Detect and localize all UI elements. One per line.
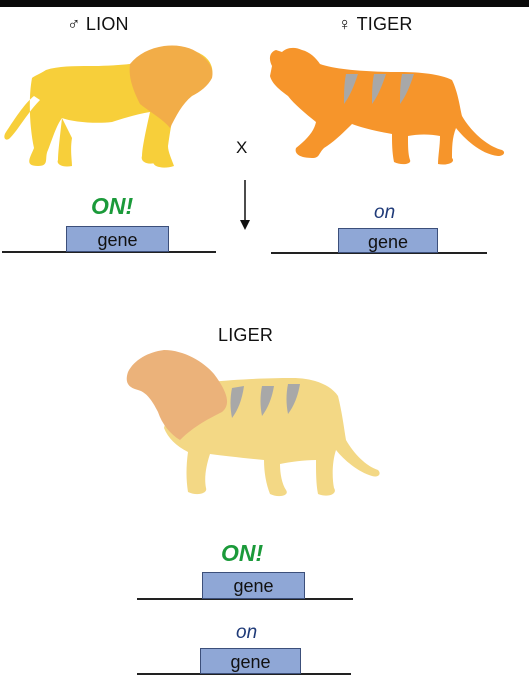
lion-gene-status: ON!: [91, 193, 134, 219]
tiger-stripe-3: [400, 74, 414, 104]
liger-label: LIGER: [218, 325, 274, 345]
tiger-gene-box: gene: [338, 228, 438, 253]
liger-stripe-3: [286, 384, 300, 414]
liger-gene-status-strong: ON!: [221, 540, 264, 566]
tiger-silhouette: [269, 47, 505, 165]
lion-gene-box: gene: [66, 226, 169, 252]
liger-stripe-2: [260, 386, 274, 416]
tiger-body: [269, 47, 505, 165]
tiger-label: ♀ TIGER: [338, 14, 413, 34]
tiger-stripe-1: [344, 74, 358, 104]
liger-mane: [126, 350, 228, 440]
tiger-stripe-2: [372, 74, 386, 104]
liger-silhouette: [126, 350, 380, 497]
liger-gene-box-1: gene: [202, 572, 305, 599]
liger-stripe-1: [230, 386, 244, 418]
cross-symbol: X: [236, 138, 248, 157]
liger-gene-status-weak: on: [236, 622, 258, 643]
inheritance-arrow: [240, 180, 250, 230]
lion-mane: [129, 45, 213, 128]
lion-label: ♂ LION: [67, 14, 129, 34]
tiger-gene-status: on: [374, 202, 396, 223]
liger-gene-box-2: gene: [200, 648, 301, 674]
top-bar: [0, 0, 529, 7]
lion-silhouette: [4, 45, 213, 168]
